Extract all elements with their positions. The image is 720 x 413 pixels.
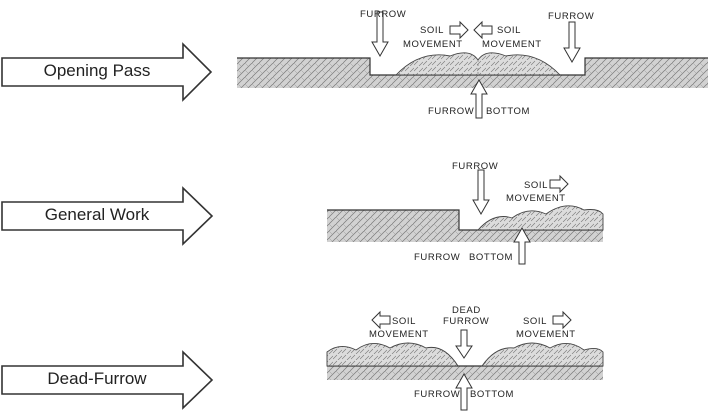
soil-mounds bbox=[394, 52, 562, 76]
general-furrow-label: FURROW bbox=[452, 161, 498, 172]
opening-movement-left-label: MOVEMENT bbox=[403, 39, 463, 50]
subsoil bbox=[327, 366, 603, 380]
ground-right bbox=[585, 58, 708, 88]
dead-bottom-furrow-label: FURROW bbox=[414, 389, 460, 400]
opening-pass-arrow bbox=[1, 42, 213, 102]
general-bottom-label: BOTTOM bbox=[469, 252, 513, 263]
subsoil bbox=[459, 230, 603, 242]
general-work-title: General Work bbox=[44, 205, 150, 224]
dead-furrow-dead-label: DEAD bbox=[452, 305, 481, 316]
dead-movement-left-label: MOVEMENT bbox=[369, 329, 429, 340]
general-soil-label: SOIL bbox=[524, 180, 548, 191]
opening-pass-title: Opening Pass bbox=[43, 61, 151, 80]
soil-mounds-right bbox=[481, 342, 604, 367]
dead-soil-left-label: SOIL bbox=[392, 316, 416, 327]
dead-bottom-label: BOTTOM bbox=[470, 389, 514, 400]
opening-bottom-label: BOTTOM bbox=[486, 106, 530, 117]
general-work-diagram bbox=[327, 169, 604, 265]
soil-mounds-left bbox=[326, 342, 459, 367]
ground-left bbox=[237, 58, 370, 88]
opening-furrow-left-label: FURROW bbox=[360, 9, 406, 20]
general-bottom-furrow-label: FURROW bbox=[414, 252, 460, 263]
opening-pass-diagram bbox=[237, 11, 708, 119]
dead-movement-right-label: MOVEMENT bbox=[516, 329, 576, 340]
dead-soil-right-label: SOIL bbox=[523, 316, 547, 327]
dead-furrow-arrow bbox=[1, 350, 214, 410]
opening-furrow-right-label: FURROW bbox=[548, 11, 594, 22]
opening-soil-left-label: SOIL bbox=[420, 25, 444, 36]
dead-furrow-diagram bbox=[326, 310, 604, 411]
ground-unplowed bbox=[327, 210, 459, 242]
subsoil bbox=[370, 75, 585, 88]
dead-furrow-furrow-label: FURROW bbox=[443, 316, 489, 327]
general-work-arrow bbox=[1, 186, 214, 246]
general-movement-label: MOVEMENT bbox=[506, 193, 566, 204]
opening-soil-right-label: SOIL bbox=[497, 25, 521, 36]
dead-furrow-title: Dead-Furrow bbox=[47, 369, 147, 388]
opening-bottom-furrow-label: FURROW bbox=[428, 106, 474, 117]
soil-mounds bbox=[476, 205, 604, 231]
opening-movement-right-label: MOVEMENT bbox=[482, 39, 542, 50]
